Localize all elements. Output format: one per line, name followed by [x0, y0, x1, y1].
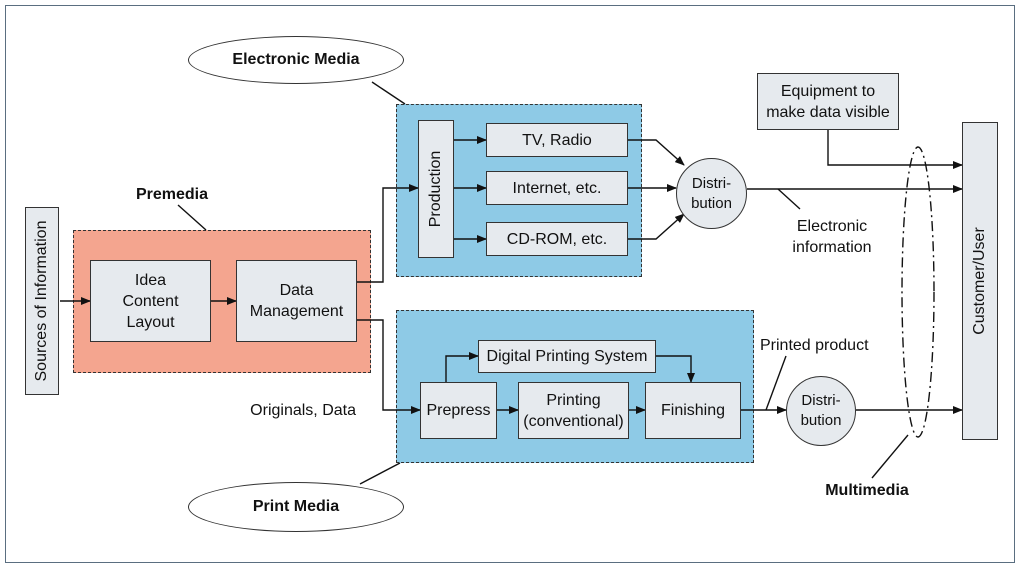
- electronic-media-oval: Electronic Media: [188, 36, 404, 84]
- sources-label: Sources of Information: [33, 220, 50, 382]
- premedia-title: Premedia: [135, 186, 209, 203]
- digital-printing-system-box: Digital Printing System: [478, 340, 656, 373]
- customer-user-box: Customer/User: [962, 122, 998, 440]
- data-management-box: Data Management: [236, 260, 357, 342]
- equipment-box: Equipment to make data visible: [757, 73, 899, 130]
- electronic-information-label: Electronic information: [792, 218, 872, 256]
- multimedia-label: Multimedia: [825, 482, 909, 499]
- production-box: Production: [418, 120, 454, 258]
- diagram-frame: [5, 5, 1015, 563]
- customer-user-label: Customer/User: [971, 227, 988, 335]
- finishing-box: Finishing: [645, 382, 741, 439]
- print-media-oval: Print Media: [188, 482, 404, 532]
- sources-of-information-box: Sources of Information: [25, 207, 59, 395]
- electronic-distribution-circle: Distri- bution: [676, 158, 747, 229]
- print-distribution-circle: Distri- bution: [786, 376, 856, 446]
- idea-content-layout-box: Idea Content Layout: [90, 260, 211, 342]
- cdrom-box: CD-ROM, etc.: [486, 222, 628, 256]
- originals-data-label: Originals, Data: [250, 402, 356, 419]
- printed-product-label: Printed product: [760, 337, 869, 354]
- tv-radio-box: TV, Radio: [486, 123, 628, 157]
- printing-conventional-box: Printing (conventional): [518, 382, 629, 439]
- prepress-box: Prepress: [420, 382, 497, 439]
- internet-box: Internet, etc.: [486, 171, 628, 205]
- production-label: Production: [427, 150, 444, 228]
